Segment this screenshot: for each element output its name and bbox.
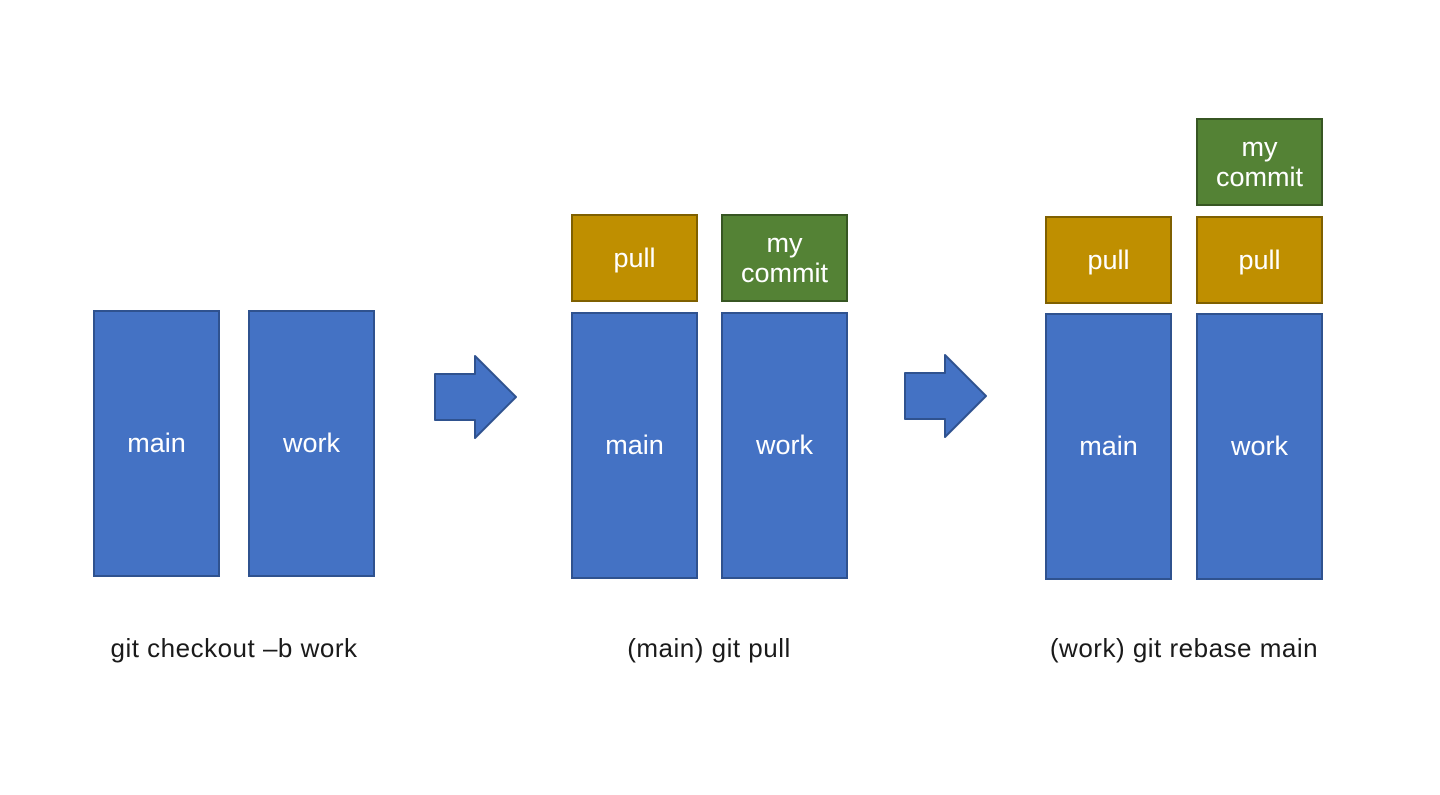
branch-label: main (1079, 431, 1138, 462)
my-commit-box: my commit (1196, 118, 1323, 206)
branch-label: main (127, 428, 186, 459)
branch-label: main (605, 430, 664, 461)
right-arrow-icon (434, 355, 517, 439)
pull-label: pull (613, 242, 656, 273)
branch-box-main: main (1045, 313, 1172, 580)
my-commit-label: my commit (1216, 131, 1303, 192)
branch-box-main: main (571, 312, 698, 579)
panel-caption: (work) git rebase main (1049, 633, 1319, 663)
branch-box-main: main (93, 310, 220, 577)
my-commit-label: my commit (741, 227, 828, 288)
branch-label: work (1230, 431, 1288, 462)
pull-box: pull (571, 214, 698, 302)
my-commit-box: my commit (721, 214, 848, 302)
pull-label: pull (1238, 244, 1281, 275)
pull-box: pull (1196, 216, 1323, 304)
branch-box-work: work (248, 310, 375, 577)
panel-caption: (main) git pull (627, 633, 791, 663)
panel-caption: git checkout –b work (110, 633, 358, 663)
right-arrow-icon (904, 354, 987, 438)
pull-label: pull (1087, 244, 1130, 275)
pull-box: pull (1045, 216, 1172, 304)
branch-label: work (282, 428, 340, 459)
branch-label: work (755, 430, 813, 461)
branch-box-work: work (721, 312, 848, 579)
branch-box-work: work (1196, 313, 1323, 580)
